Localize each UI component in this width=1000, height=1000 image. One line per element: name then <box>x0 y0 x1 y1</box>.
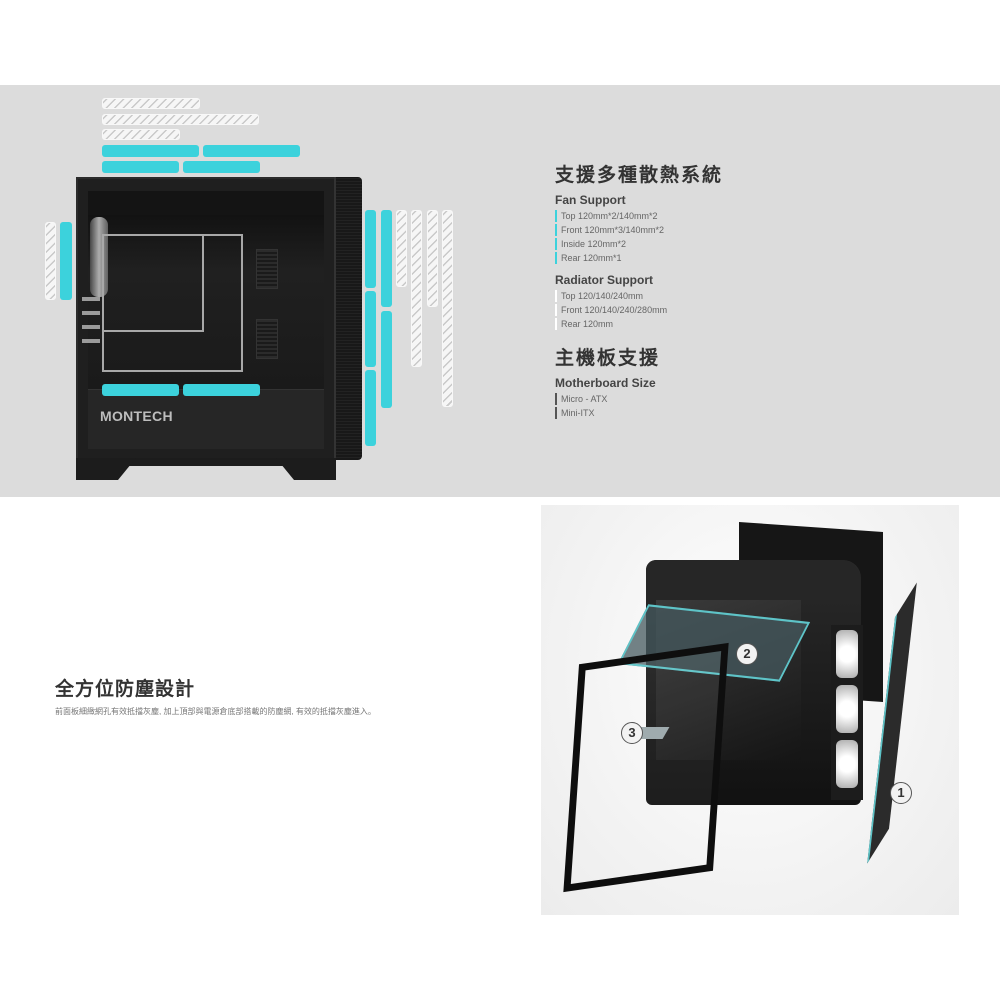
top-fan-140-bar <box>102 145 199 157</box>
front-radiator-140-bar <box>427 210 438 307</box>
motherboard-size-heading: Motherboard Size <box>555 376 656 390</box>
fan-support-item: Front 120mm*3/140mm*2 <box>555 223 955 237</box>
radiator-support-item: Rear 120mm <box>555 317 955 331</box>
front-fan-140-bar <box>381 311 392 408</box>
inside-fan-bar <box>102 384 179 396</box>
exploded-case-photo: 1 2 3 <box>541 505 959 915</box>
brand-logo: MONTECH <box>100 408 173 424</box>
cooling-title: 支援多種散熱系統 <box>555 164 724 186</box>
front-fan-120-bar <box>365 291 376 367</box>
motherboard-size-item: Mini-ITX <box>555 406 955 420</box>
front-mesh-panel <box>334 177 362 460</box>
case-top <box>646 560 861 600</box>
callout-badge-2: 2 <box>736 643 758 665</box>
spec-list: 支援多種散熱系統 Fan Support Top 120mm*2/140mm*2… <box>555 160 955 420</box>
front-radiator-240-bar <box>411 210 422 367</box>
inside-fan-bar <box>183 384 260 396</box>
dust-filter-description: 前面板細緻網孔有效抵擋灰塵, 加上頂部與電源倉底部搭載的防塵網, 有效的抵擋灰塵… <box>55 707 376 716</box>
mini-itx-outline <box>102 234 204 332</box>
tempered-glass-side-panel <box>563 642 729 893</box>
callout-badge-1: 1 <box>890 782 912 804</box>
case-interior <box>88 191 324 389</box>
front-fan-120-bar <box>365 370 376 446</box>
case-foot <box>276 458 336 480</box>
psu-shroud <box>88 389 324 449</box>
dust-filter-title: 全方位防塵設計 <box>55 678 196 700</box>
rear-fan-bar <box>60 222 72 300</box>
fan-support-item: Rear 120mm*1 <box>555 251 955 265</box>
top-fan-140-bar <box>203 145 300 157</box>
front-fan <box>836 740 858 788</box>
front-fan <box>836 685 858 733</box>
motherboard-title: 主機板支援 <box>555 347 661 369</box>
front-fan-120-bar <box>365 210 376 288</box>
callout-badge-3: 3 <box>621 722 643 744</box>
motherboard-size-list: Micro - ATX Mini-ITX <box>555 392 955 420</box>
fan-support-item: Inside 120mm*2 <box>555 237 955 251</box>
top-radiator-bar-120 <box>102 98 200 109</box>
top-fan-120-bar <box>102 161 179 173</box>
case-foot <box>76 458 136 480</box>
radiator-support-list: Top 120/140/240mm Front 120/140/240/280m… <box>555 289 955 331</box>
pc-case-side-view: MONTECH <box>76 177 362 481</box>
front-radiator-120-bar <box>396 210 407 287</box>
front-fan <box>836 630 858 678</box>
top-radiator-bar-140 <box>102 129 180 140</box>
radiator-support-item: Top 120/140/240mm <box>555 289 955 303</box>
front-radiator-280-bar <box>442 210 453 407</box>
front-fan-140-bar <box>381 210 392 307</box>
top-radiator-bar-240 <box>102 114 259 125</box>
rear-radiator-bar <box>45 222 56 300</box>
fan-support-heading: Fan Support <box>555 193 626 207</box>
top-fan-120-bar <box>183 161 260 173</box>
motherboard-size-item: Micro - ATX <box>555 392 955 406</box>
radiator-support-heading: Radiator Support <box>555 273 653 287</box>
fan-support-item: Top 120mm*2/140mm*2 <box>555 209 955 223</box>
radiator-support-item: Front 120/140/240/280mm <box>555 303 955 317</box>
fan-support-list: Top 120mm*2/140mm*2 Front 120mm*3/140mm*… <box>555 209 955 265</box>
